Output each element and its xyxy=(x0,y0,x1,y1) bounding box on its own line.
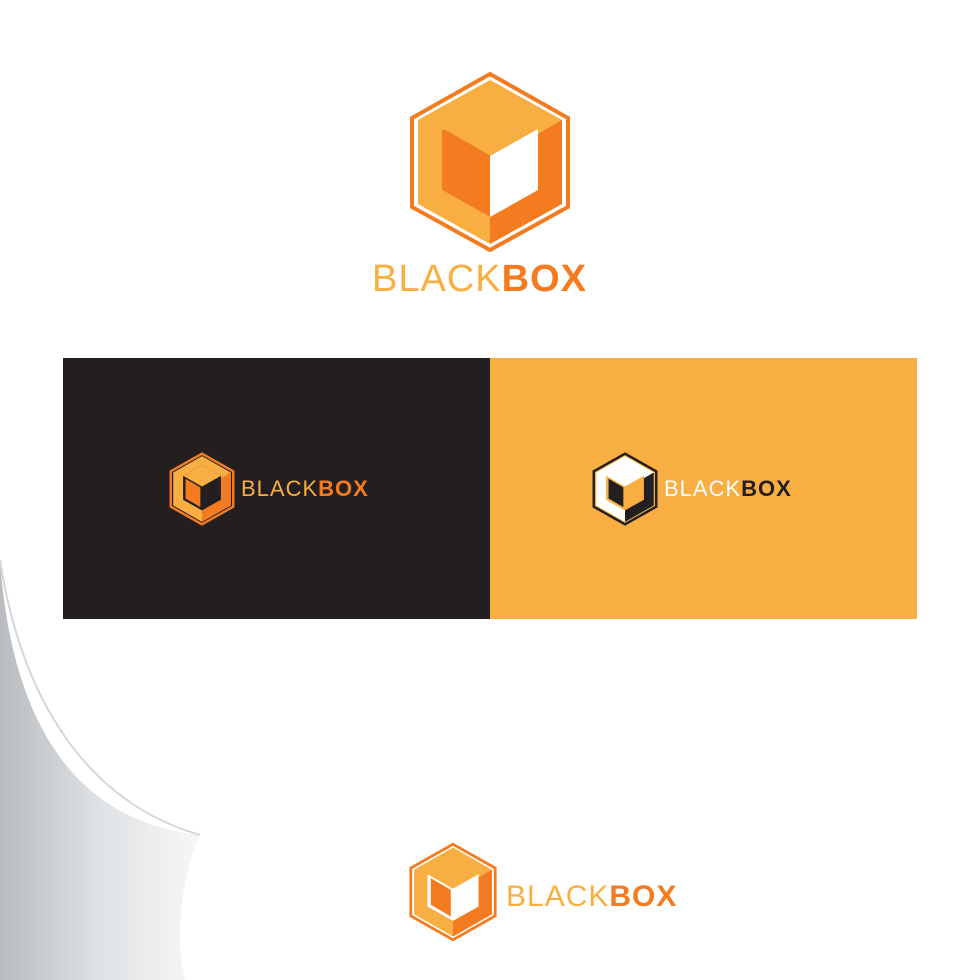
cube-logo-icon xyxy=(169,452,235,526)
wordmark-light: BLACK xyxy=(372,258,502,300)
brand-wordmark: BLACKBOX xyxy=(506,880,677,914)
dark-background-panel: BLACKBOX xyxy=(63,358,490,619)
orange-background-panel: BLACKBOX xyxy=(490,358,917,619)
main-logo: BLACKBOX xyxy=(330,60,650,310)
cube-logo-icon xyxy=(592,452,658,526)
wordmark-light: BLACK xyxy=(241,476,319,501)
wordmark-bold: BOX xyxy=(741,476,792,501)
bottom-logo: BLACKBOX xyxy=(408,842,698,942)
wordmark-light: BLACK xyxy=(506,880,610,913)
brand-wordmark: BLACKBOX xyxy=(241,476,369,502)
wordmark-bold: BOX xyxy=(501,258,587,300)
cube-logo-icon xyxy=(410,72,570,252)
wordmark-light: BLACK xyxy=(664,476,742,501)
wordmark-bold: BOX xyxy=(318,476,369,501)
wordmark-bold: BOX xyxy=(609,880,678,913)
cube-logo-icon xyxy=(409,842,497,942)
brand-wordmark: BLACKBOX xyxy=(372,258,587,301)
brand-wordmark: BLACKBOX xyxy=(664,476,792,502)
